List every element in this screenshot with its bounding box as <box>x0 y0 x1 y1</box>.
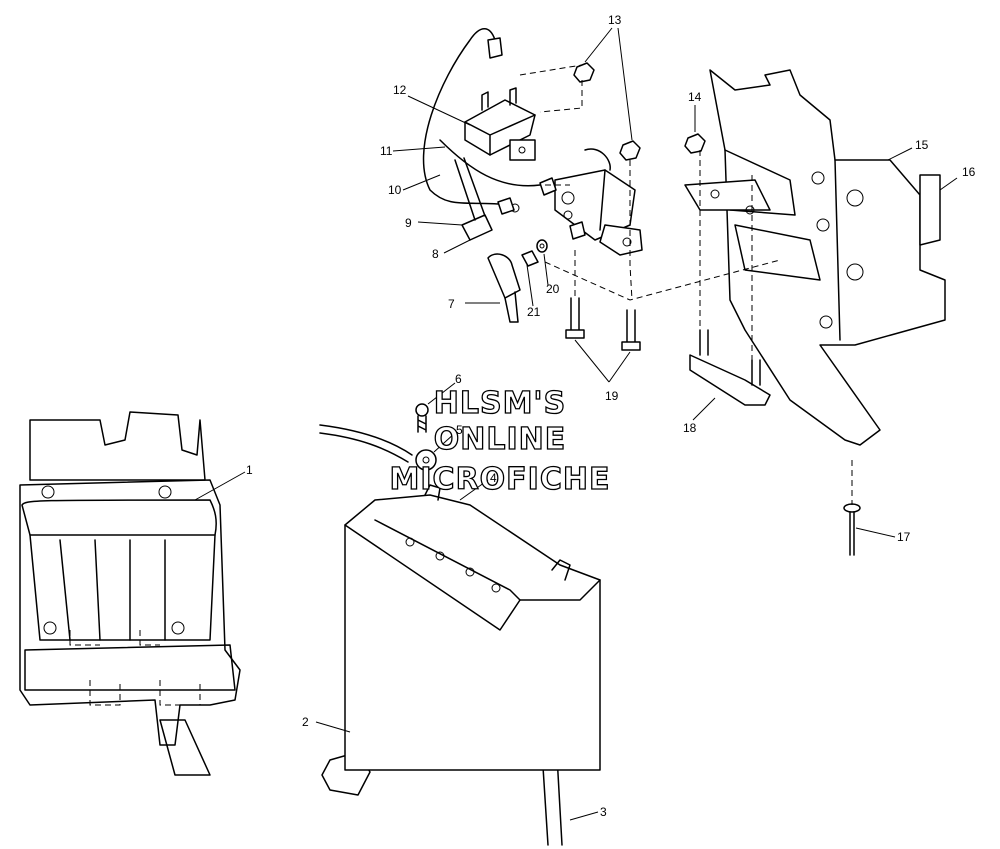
callout-4: 4 <box>490 471 497 485</box>
watermark-line-3: MICROFICHE <box>390 462 611 497</box>
callout-9: 9 <box>405 216 412 230</box>
callout-numbers: 1 2 3 4 5 6 7 8 9 10 11 12 13 14 15 16 1… <box>246 13 976 819</box>
callout-15: 15 <box>915 138 929 152</box>
callout-13: 13 <box>608 13 622 27</box>
watermark: HLSM'S ONLINE MICROFICHE <box>389 385 611 497</box>
callout-16: 16 <box>962 165 976 179</box>
starter-solenoid-part <box>539 148 643 256</box>
relay-part <box>464 87 536 161</box>
callout-7: 7 <box>448 297 455 311</box>
callout-11: 11 <box>380 144 393 158</box>
watermark-line-1: HLSM'S <box>434 386 566 421</box>
callout-19: 19 <box>605 389 619 403</box>
washer-and-nut-parts <box>521 239 548 267</box>
callout-17: 17 <box>897 530 911 544</box>
callout-14: 14 <box>688 90 702 104</box>
rubber-pad-part <box>689 329 771 406</box>
battery-box-part <box>19 411 241 776</box>
callout-5: 5 <box>456 423 463 437</box>
callout-1: 1 <box>246 463 253 477</box>
callout-8: 8 <box>432 247 439 261</box>
mounting-bracket-part <box>684 69 946 446</box>
terminal-screw-part <box>415 403 429 433</box>
callout-18: 18 <box>683 421 697 435</box>
rivet-part <box>843 503 861 556</box>
callout-10: 10 <box>388 183 402 197</box>
leader-lines <box>194 27 958 821</box>
watermark-line-2: ONLINE <box>434 422 567 457</box>
assembly-dash-lines <box>519 64 853 505</box>
terminal-boot-part <box>487 253 521 323</box>
callout-3: 3 <box>600 805 607 819</box>
callout-6: 6 <box>455 372 462 386</box>
battery-cable-part <box>319 424 437 471</box>
callout-12: 12 <box>393 83 407 97</box>
callout-21: 21 <box>527 305 541 319</box>
callout-20: 20 <box>546 282 560 296</box>
callout-2: 2 <box>302 715 309 729</box>
battery-part <box>344 484 601 771</box>
decal-part <box>919 174 941 246</box>
wire-harness-part <box>422 28 541 206</box>
solenoid-boot-part <box>454 157 493 241</box>
bolt-parts <box>565 297 641 351</box>
